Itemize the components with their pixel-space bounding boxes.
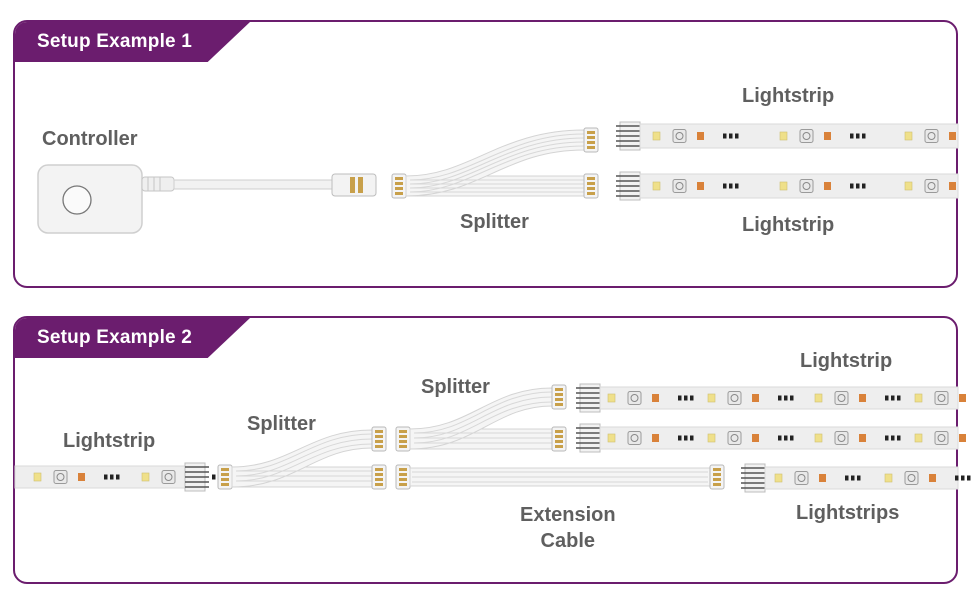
setup-example-2-tab: Setup Example 2 bbox=[15, 318, 250, 358]
controller-label: Controller bbox=[42, 128, 138, 150]
lightstrip-icon bbox=[740, 463, 971, 493]
setup-example-2-title: Setup Example 2 bbox=[37, 327, 193, 348]
controller-icon bbox=[37, 164, 377, 234]
splitter-icon bbox=[391, 127, 599, 199]
lightstrips-label: Lightstrips bbox=[796, 502, 900, 524]
extension-label-line2: Cable bbox=[540, 530, 596, 552]
lightstrip-icon bbox=[575, 383, 971, 413]
lightstrip-bottom-label: Lightstrip bbox=[742, 214, 835, 236]
splitter-label: Splitter bbox=[460, 211, 529, 233]
splitter-b-label: Splitter bbox=[421, 376, 490, 398]
splitter-a-label: Splitter bbox=[247, 413, 316, 435]
lightstrip-icon bbox=[14, 462, 228, 492]
lightstrip-left-label: Lightstrip bbox=[63, 430, 156, 452]
lightstrip-right-label: Lightstrip bbox=[800, 350, 893, 372]
splitter-icon bbox=[217, 426, 387, 490]
lightstrip-icon bbox=[615, 121, 971, 151]
setup-example-1-tab: Setup Example 1 bbox=[15, 22, 250, 62]
lightstrip-icon bbox=[575, 423, 971, 453]
lightstrip-top-label: Lightstrip bbox=[742, 85, 835, 107]
extension-cable-label: Extension Cable bbox=[520, 502, 616, 554]
splitter-icon bbox=[395, 384, 567, 452]
extension-label-line1: Extension bbox=[520, 504, 616, 526]
setup-example-2-panel: Setup Example 2 bbox=[13, 316, 958, 584]
setup-example-1-title: Setup Example 1 bbox=[37, 31, 193, 52]
extension-cable-icon bbox=[395, 464, 725, 490]
lightstrip-icon bbox=[615, 171, 971, 201]
